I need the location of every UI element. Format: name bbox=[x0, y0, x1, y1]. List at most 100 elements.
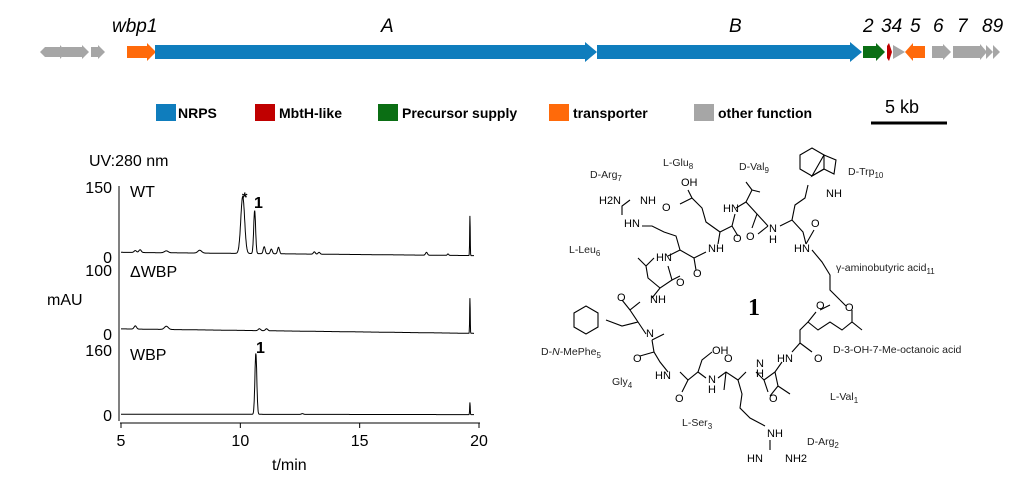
gene-arrow-other bbox=[62, 45, 89, 59]
atom-label: H bbox=[708, 384, 716, 396]
residue-label-lipid: D-3-OH-7-Me-octanoic acid bbox=[833, 344, 962, 356]
gene-arrow-9 bbox=[993, 45, 1000, 59]
atom-label: O bbox=[617, 292, 626, 304]
phenyl-ring bbox=[573, 305, 599, 335]
atom-label: HN bbox=[624, 218, 640, 230]
atom-label: NH bbox=[767, 428, 783, 440]
atom-label: O bbox=[733, 233, 742, 245]
atom-label: HN bbox=[777, 353, 793, 365]
legend-swatch-precursor bbox=[378, 104, 398, 121]
peak-annotation-star: * bbox=[242, 189, 248, 205]
gene-arrow-5 bbox=[905, 43, 925, 61]
gene-label-B: B bbox=[729, 16, 742, 37]
gene-cluster: wbp1 A B 2 34 5 6 7 89 bbox=[40, 16, 1004, 62]
gene-arrow-A bbox=[155, 42, 597, 62]
residue-label-d-val9: D-Val9 bbox=[739, 161, 769, 175]
gene-arrow-4 bbox=[893, 45, 905, 59]
macrocycle-bonds bbox=[629, 201, 841, 381]
residue-label-d-n-mephe5: D-N-MePhe5 bbox=[541, 346, 601, 360]
series-label-wbp: WBP bbox=[130, 347, 166, 364]
gene-label-wbp1: wbp1 bbox=[112, 16, 157, 37]
atom-label: N bbox=[708, 374, 716, 386]
series-label-dwbp: ΔWBP bbox=[130, 264, 177, 281]
x-axis-label: t/min bbox=[272, 457, 307, 474]
atom-label: O bbox=[769, 393, 778, 405]
indole-pyrrole-ring bbox=[810, 154, 837, 178]
legend-swatch-mbth bbox=[255, 104, 275, 121]
legend-label-transporter: transporter bbox=[573, 105, 648, 121]
atom-label: N bbox=[769, 223, 777, 235]
residue-label-d-arg2: D-Arg2 bbox=[807, 436, 839, 450]
atom-label: NH2 bbox=[785, 453, 807, 465]
y-tick-label: 150 bbox=[85, 180, 112, 197]
gene-arrow-other bbox=[91, 45, 105, 59]
y-tick-label: 160 bbox=[85, 343, 112, 360]
atom-label: O bbox=[845, 302, 854, 314]
series-label-wt: WT bbox=[130, 184, 155, 201]
residue-label-d-arg7: D-Arg7 bbox=[590, 169, 622, 183]
legend: NRPS MbtH-like Precursor supply transpor… bbox=[156, 97, 947, 125]
gene-arrow-B bbox=[597, 42, 862, 62]
y-tick-label: 0 bbox=[103, 408, 112, 425]
residue-label-gly4: Gly4 bbox=[612, 376, 633, 390]
atom-label: HN bbox=[794, 243, 810, 255]
residue-label-l-glu8: L-Glu8 bbox=[663, 157, 694, 171]
gene-label-34: 34 bbox=[881, 16, 902, 37]
atom-label: HN bbox=[747, 453, 763, 465]
atom-label: OH bbox=[712, 345, 729, 357]
atom-label: O bbox=[746, 231, 755, 243]
residue-label-d-trp10: D-Trp10 bbox=[848, 166, 884, 180]
y-tick-label: 0 bbox=[103, 327, 112, 344]
residue-label-l-val1: L-Val1 bbox=[830, 391, 859, 405]
x-tick-label: 20 bbox=[470, 433, 488, 450]
atom-label: O bbox=[814, 353, 823, 365]
atom-label: O bbox=[675, 393, 684, 405]
legend-label-nrps: NRPS bbox=[178, 105, 217, 121]
gene-label-2: 2 bbox=[862, 16, 874, 37]
y-tick-label: 100 bbox=[85, 263, 112, 280]
peak-annotation-1: 1 bbox=[256, 340, 265, 357]
atom-label: OH bbox=[681, 177, 698, 189]
legend-swatch-nrps bbox=[156, 104, 176, 121]
atom-label: N bbox=[646, 328, 654, 340]
gene-arrow-7 bbox=[953, 44, 987, 60]
atom-label: NH bbox=[640, 195, 656, 207]
gene-arrow-2 bbox=[863, 43, 885, 61]
compound-number: 1 bbox=[748, 295, 760, 321]
gene-arrow-8 bbox=[986, 45, 993, 59]
atom-label: O bbox=[724, 353, 733, 365]
gene-arrow-6 bbox=[932, 44, 951, 60]
gene-label-89: 89 bbox=[982, 16, 1004, 37]
gene-label-7: 7 bbox=[957, 16, 969, 37]
residue-label-l-leu6: L-Leu6 bbox=[569, 244, 601, 258]
atom-label: NH bbox=[708, 243, 724, 255]
legend-swatch-other bbox=[694, 104, 714, 121]
atom-label: NH bbox=[650, 294, 666, 306]
atom-label: N bbox=[756, 358, 764, 370]
atom-label: O bbox=[633, 353, 642, 365]
sidechain-bonds bbox=[605, 181, 863, 450]
chemical-structure: 1 D-Arg7 L-Glu8 D-Val9 D-Trp10 L-Leu6 γ-… bbox=[541, 147, 962, 465]
atom-label: H bbox=[769, 234, 777, 246]
atom-label: O bbox=[811, 218, 820, 230]
atom-label: O bbox=[816, 300, 825, 312]
atom-label: O bbox=[662, 202, 671, 214]
gene-arrow-other bbox=[40, 45, 66, 59]
legend-swatch-transporter bbox=[549, 104, 569, 121]
gene-arrow-3 bbox=[887, 43, 892, 61]
atom-label: H bbox=[756, 368, 764, 380]
residue-label-l-ser3: L-Ser3 bbox=[682, 417, 713, 431]
gene-arrow-wbp1 bbox=[127, 43, 156, 61]
atom-label: H2N bbox=[599, 195, 621, 207]
atom-labels: OH H2N NH O HN NH HN O O N H O NH HN HN … bbox=[599, 177, 854, 465]
atom-label: HN bbox=[723, 203, 739, 215]
trace-ΔWBP bbox=[121, 298, 474, 334]
x-tick-label: 5 bbox=[117, 433, 126, 450]
gene-label-5: 5 bbox=[910, 16, 921, 37]
atom-label: NH bbox=[826, 188, 842, 200]
atom-label: HN bbox=[655, 370, 671, 382]
residue-label-gaba11: γ-aminobutyric acid11 bbox=[836, 262, 935, 276]
